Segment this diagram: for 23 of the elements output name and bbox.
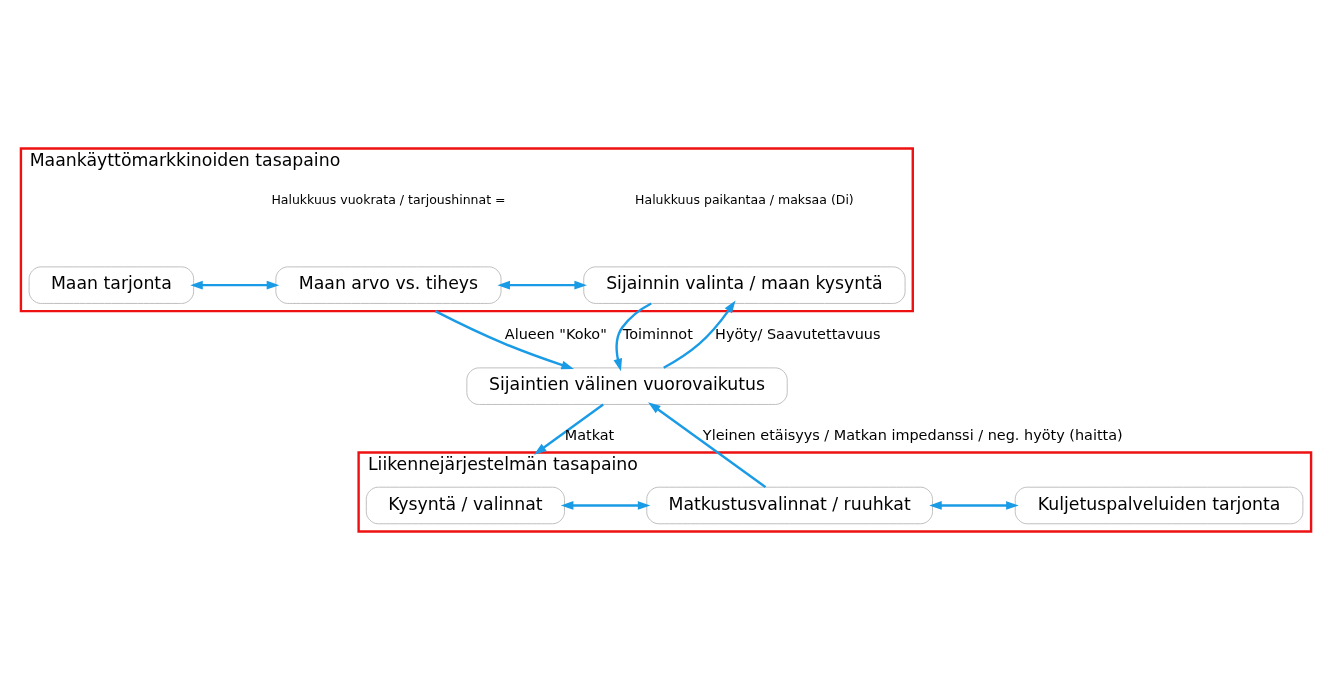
node-box: Kysyntä / valinnat	[365, 486, 565, 525]
node-box: Maan tarjonta	[28, 266, 195, 304]
node-box: Maan arvo vs. tiheys	[275, 266, 502, 304]
edge-label: Yleinen etäisyys / Matkan impedanssi / neg. hyöty (haitta)	[702, 427, 1123, 444]
node-box: Sijainnin valinta / maan kysyntä	[583, 266, 906, 304]
arrow	[434, 310, 574, 370]
arrow	[560, 501, 651, 510]
edge-label: Toiminnot	[622, 326, 693, 343]
arrow	[929, 501, 1019, 510]
edge-label: Alueen "Koko"	[504, 326, 607, 343]
arrow	[613, 302, 652, 372]
edge-label: Matkat	[564, 427, 615, 444]
arrow	[190, 280, 280, 290]
edge-label: Hyöty/ Saavutettavuus	[715, 326, 881, 343]
node-box: Kuljetuspalveluiden tarjonta	[1014, 486, 1304, 525]
node-box: Matkustusvalinnat / ruuhkat	[646, 486, 933, 525]
label: Halukkuus paikantaa / maksaa (Di)	[635, 191, 854, 207]
node-box: Sijaintien välinen vuorovaikutus	[466, 367, 788, 405]
arrow	[534, 403, 604, 455]
arrow	[497, 280, 587, 290]
label: Halukkuus vuokrata / tarjoushinnat =	[271, 191, 506, 207]
arrow	[648, 402, 767, 489]
arrow	[663, 300, 736, 369]
